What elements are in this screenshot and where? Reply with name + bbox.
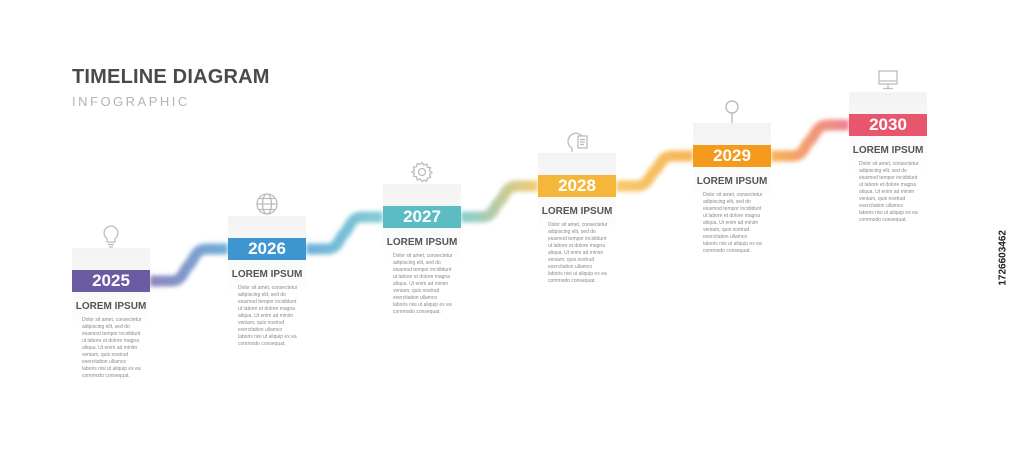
milestone-heading: LOREM IPSUM: [852, 145, 924, 156]
milestone-heading: LOREM IPSUM: [231, 269, 303, 280]
milestone-heading: LOREM IPSUM: [696, 176, 768, 187]
year-badge: 2025: [72, 270, 150, 292]
gear-icon: [408, 158, 436, 186]
magnifier-icon: [718, 97, 746, 125]
milestone-description: Dolor sit amet, consectetur adipiscing e…: [703, 192, 763, 254]
head-document-icon: [563, 127, 591, 155]
milestone-description: Dolor sit amet, consectetur adipiscing e…: [82, 317, 142, 379]
connector-2029-2030: [771, 119, 849, 162]
diagram-subtitle: INFOGRAPHIC: [72, 94, 190, 109]
globe-icon: [253, 190, 281, 218]
milestone-heading: LOREM IPSUM: [386, 237, 458, 248]
watermark-id: 1726603462: [998, 230, 1009, 286]
connector-2027-2028: [461, 180, 538, 223]
year-badge: 2028: [538, 175, 616, 197]
milestone-description: Dolor sit amet, consectetur adipiscing e…: [548, 222, 608, 284]
milestone-heading: LOREM IPSUM: [541, 206, 613, 217]
diagram-title: TIMELINE DIAGRAM: [72, 66, 270, 88]
milestone-description: Dolor sit amet, consectetur adipiscing e…: [393, 253, 453, 315]
year-badge: 2027: [383, 206, 461, 228]
computer-icon: [874, 66, 902, 94]
lightbulb-icon: [97, 222, 125, 250]
year-badge: 2029: [693, 145, 771, 167]
milestone-description: Dolor sit amet, consectetur adipiscing e…: [859, 161, 919, 223]
connector-2025-2026: [150, 243, 228, 287]
year-badge: 2030: [849, 114, 927, 136]
milestone-description: Dolor sit amet, consectetur adipiscing e…: [238, 285, 298, 347]
connector-2028-2029: [616, 150, 693, 192]
milestone-heading: LOREM IPSUM: [75, 301, 147, 312]
year-badge: 2026: [228, 238, 306, 260]
connector-2026-2027: [306, 211, 383, 255]
